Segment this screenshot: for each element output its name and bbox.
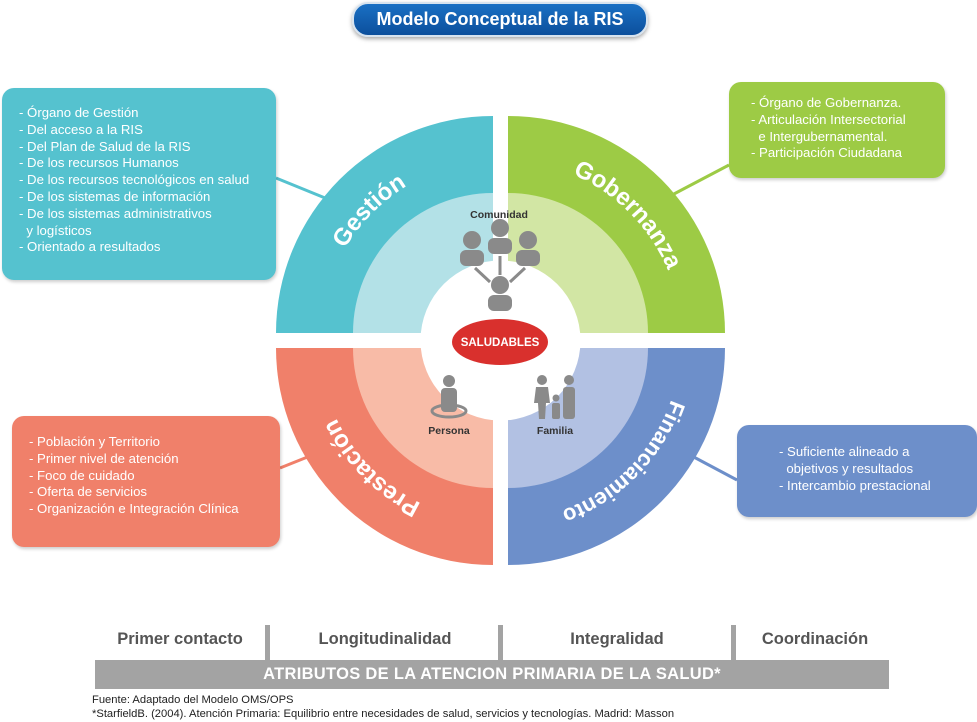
attribute-integralidad: Integralidad [570,630,664,648]
comunidad-label: Comunidad [470,209,528,221]
prestacion-list-item: - Organización e Integración Clínica [29,501,239,517]
prestacion-info-box: - Población y Territorio- Primer nivel d… [12,416,280,547]
persona-label: Persona [428,425,470,437]
gestion-list-item: - Del Plan de Salud de la RIS [19,138,191,154]
gobernanza-list-item: - Participación Ciudadana [751,145,903,161]
comunidad-people-icon [460,219,540,311]
comunidad-connector-lines [473,256,527,284]
prestacion-list-item: - Primer nivel de atención [29,450,179,466]
attribute-primer-contacto: Primer contacto [117,630,243,648]
attribute-separator [498,625,503,661]
gestion-list-item: - De los sistemas de información [19,188,211,204]
gobernanza-list-item: e Intergubernamental. [751,128,888,144]
gestion-list: - Órgano de Gestión- Del acceso a la RIS… [19,105,276,256]
financiamiento-list-item: - Intercambio prestacional [779,477,931,493]
gestion-list-item: - Orientado a resultados [19,239,161,255]
financiamiento-list-item: - Suficiente alineado a [779,444,910,459]
attribute-longitudinalidad: Longitudinalidad [318,630,452,648]
gobernanza-list-item: - Articulación Intersectorial [751,111,906,127]
gestion-info-box: - Órgano de Gestión- Del acceso a la RIS… [2,88,276,280]
attribute-separator [731,625,736,661]
gestion-list-item: - Órgano de Gestión [19,105,139,120]
financiamiento-connector [689,453,738,482]
gestion-list-item: y logísticos [19,222,92,238]
prestacion-list-item: - Foco de cuidado [29,467,135,483]
gestion-list-item: - De los sistemas administrativos [19,205,212,221]
gobernanza-info-box: - Órgano de Gobernanza.- Articulación In… [729,82,945,178]
prestacion-list-item: - Población y Territorio [29,434,160,449]
gobernanza-connector [671,163,730,197]
attributes-bar: ATRIBUTOS DE LA ATENCION PRIMARIA DE LA … [95,660,889,689]
gestion-list-item: - Del acceso a la RIS [19,121,143,137]
page-title: Modelo Conceptual de la RIS [352,2,648,37]
gestion-list-item: - De los recursos tecnológicos en salud [19,172,250,188]
gobernanza-list: - Órgano de Gobernanza.- Articulación In… [751,95,945,162]
gestion-list-item: - De los recursos Humanos [19,155,179,171]
gestion-connector [275,176,331,202]
attribute-coordinacion: Coordinación [761,630,869,648]
footnote-source: Fuente: Adaptado del Modelo OMS/OPS [92,694,294,706]
familia-icon [534,375,575,419]
saludables-ellipse [452,319,548,365]
familia-label: Familia [537,425,573,437]
gobernanza-list-item: - Órgano de Gobernanza. [751,95,902,110]
attribute-separator [265,625,270,661]
financiamiento-list: - Suficiente alineado a objetivos y resu… [779,444,977,494]
persona-icon [430,375,468,419]
financiamiento-info-box: - Suficiente alineado a objetivos y resu… [737,425,977,517]
financiamiento-list-item: objetivos y resultados [779,460,914,476]
saludables-label: SALUDABLES [461,337,540,349]
prestacion-list-item: - Oferta de servicios [29,484,147,500]
footnote-reference: *StarfieldB. (2004). Atención Primaria: … [92,708,675,720]
prestacion-list: - Población y Territorio- Primer nivel d… [29,434,280,518]
